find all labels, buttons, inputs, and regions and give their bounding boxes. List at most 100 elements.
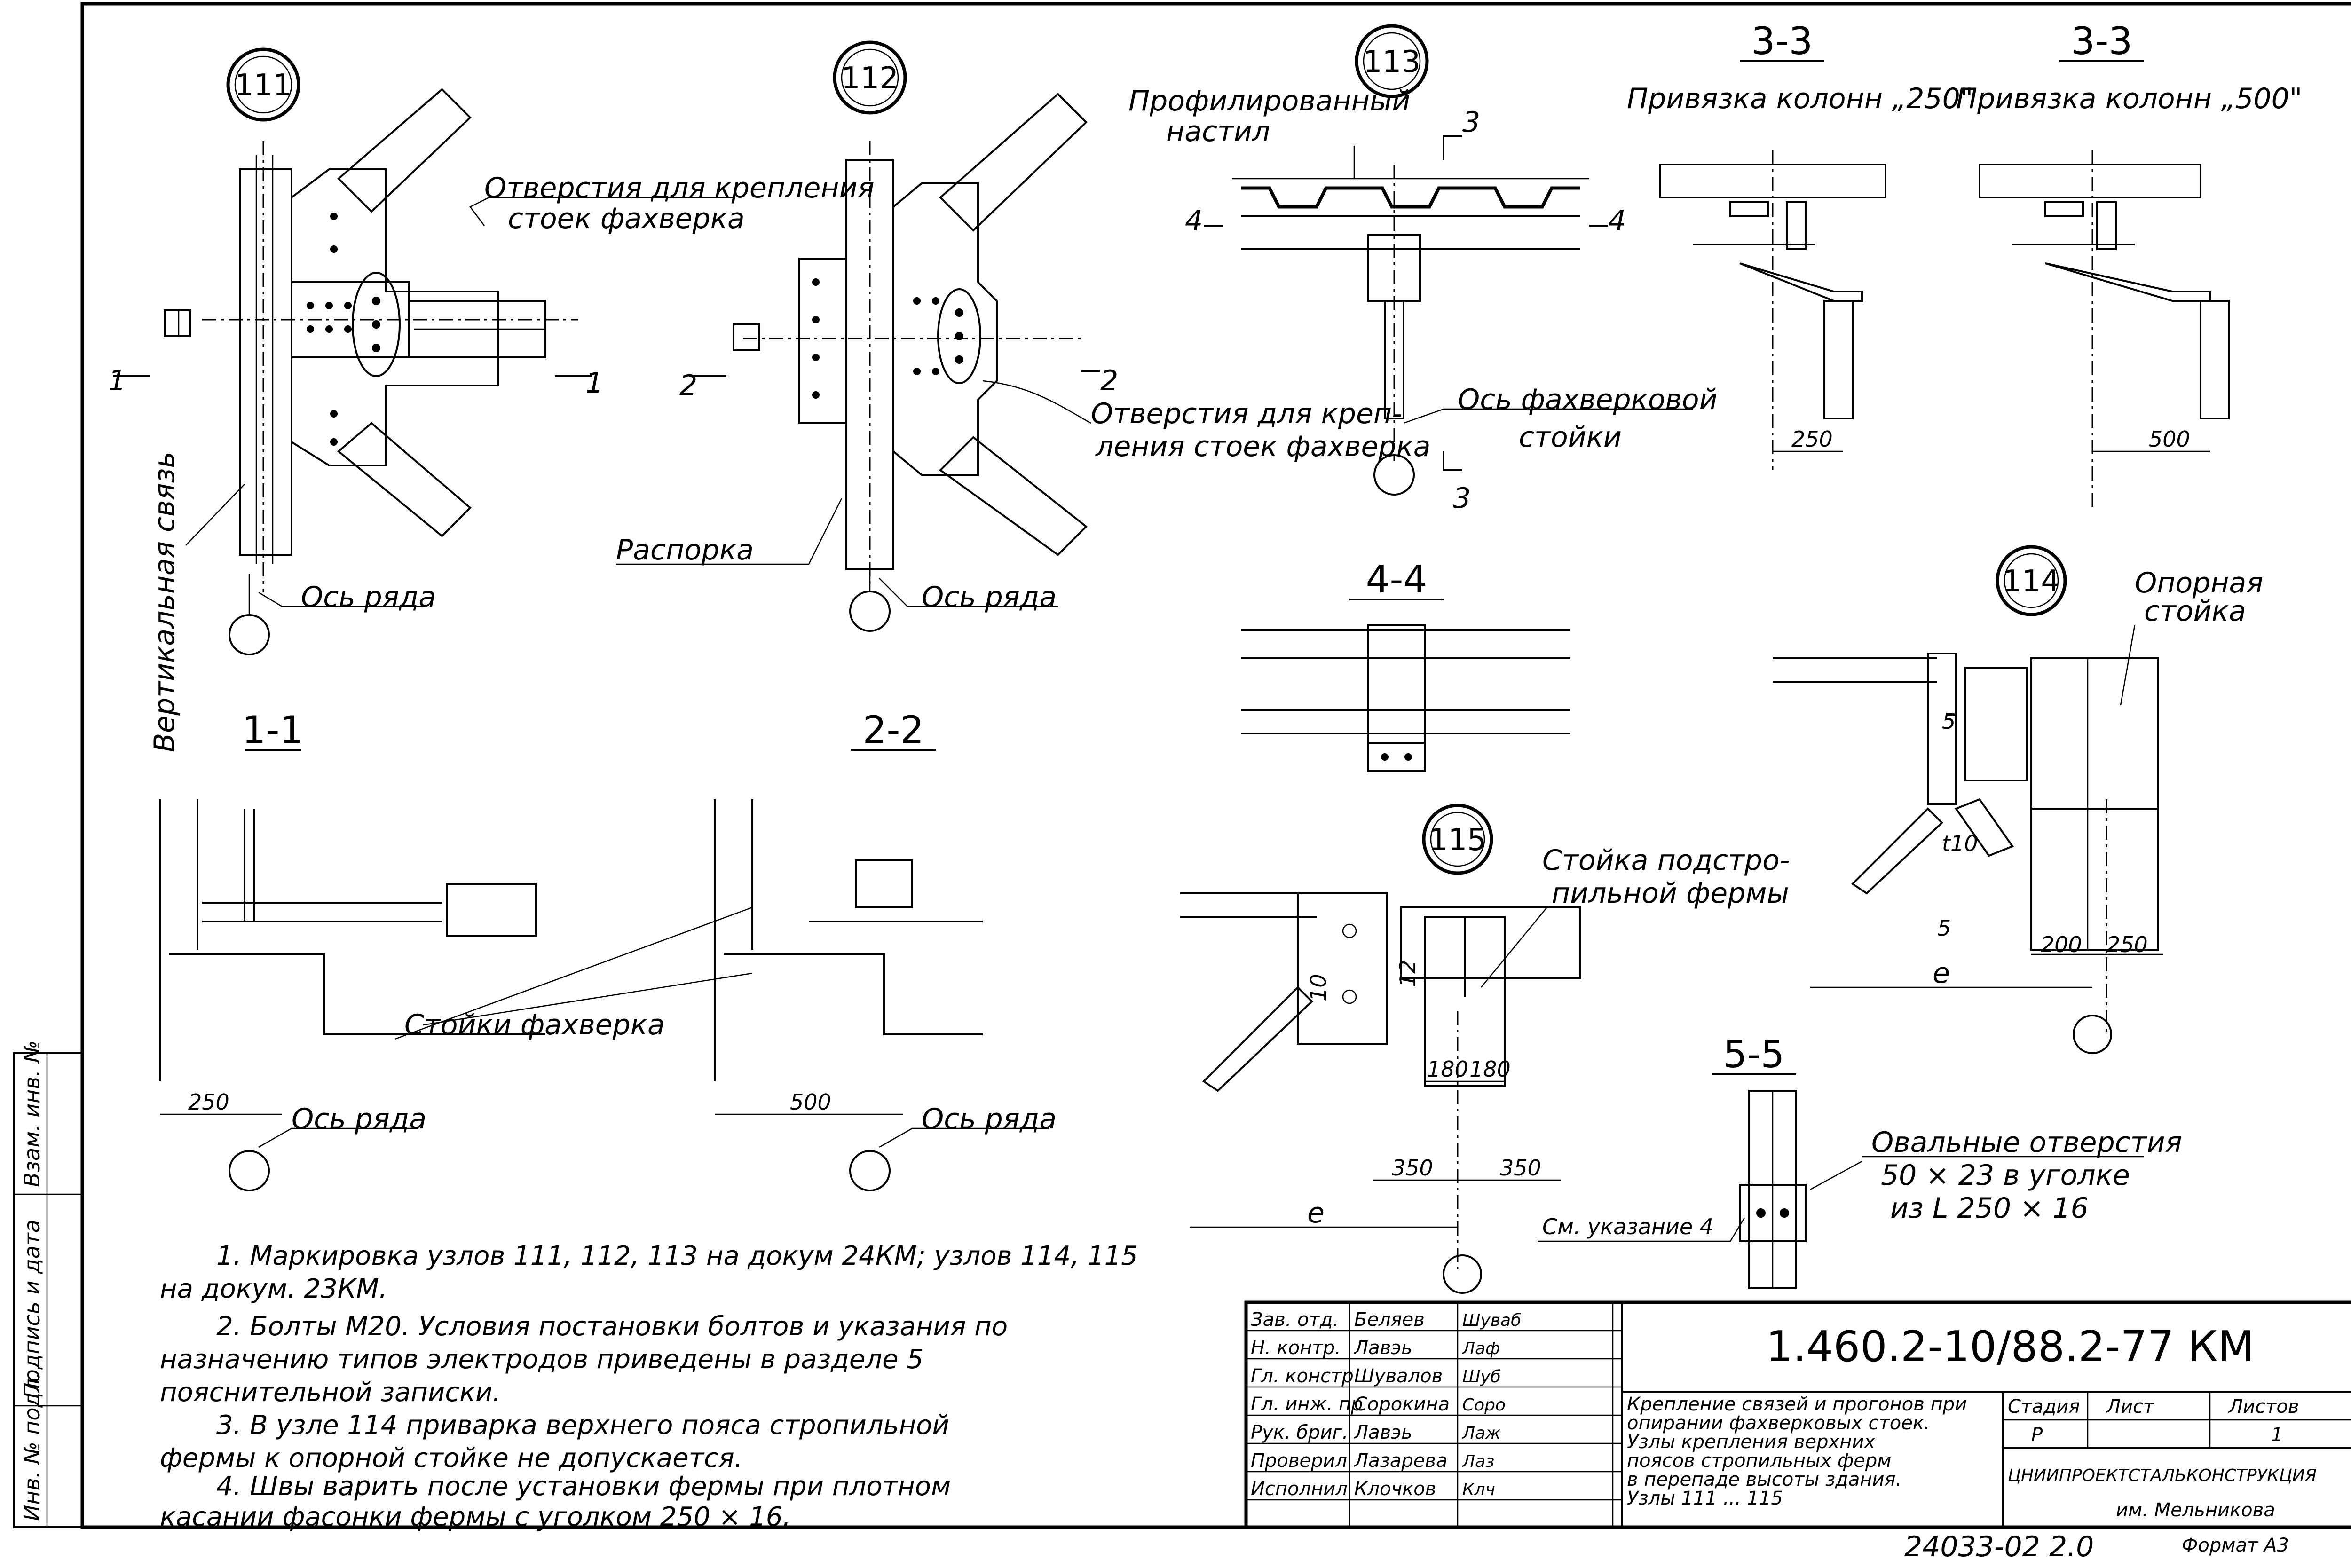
dim-350a: 350 <box>1392 1155 1433 1181</box>
stamp-inv-repl: Взам. инв. № <box>19 1040 45 1187</box>
dim-180a: 180 <box>1427 1056 1468 1082</box>
note-3-line-1: 3. В узле 114 приварка верхнего пояса ст… <box>216 1410 949 1441</box>
label-truss-post-l2: пильной фермы <box>1552 877 1789 910</box>
label-col-250: Привязка колонн „250" <box>1627 82 1973 115</box>
role-signature: Шуб <box>1462 1367 1501 1387</box>
header-sheet: Лист <box>2106 1396 2155 1418</box>
note-4-line-1: 4. Швы варить после установки фермы при … <box>216 1471 951 1502</box>
section-3-3b-title: 3-3 <box>2071 19 2133 63</box>
label-support-l2: стойка <box>2144 595 2246 628</box>
sheet-frame <box>80 2 2351 1529</box>
node-112-label: 112 <box>841 61 899 96</box>
role-name: Лазарева <box>1353 1450 1447 1472</box>
description-line-5: в перепаде высоты здания. <box>1627 1469 1901 1490</box>
label-frame-posts: Стойки фахверка <box>404 1009 665 1041</box>
label-support-l1: Опорная <box>2135 567 2263 599</box>
description-line-1: Крепление связей и прогонов при <box>1627 1394 1967 1415</box>
section-1-1: 1-1 250 Ось ряда <box>159 708 545 1191</box>
role-name: Шувалов <box>1354 1365 1443 1387</box>
role-title: Гл. инж. пр <box>1251 1394 1363 1415</box>
dim-250-11: 250 <box>188 1089 229 1115</box>
role-row-1: Зав. отд. Беляев Шуваб <box>1251 1309 1521 1331</box>
dim-250-114: 250 <box>2106 932 2148 957</box>
node-112-marker <box>833 40 907 115</box>
dim-250-33: 250 <box>1791 426 1833 452</box>
section-3-3a-title: 3-3 <box>1751 19 1813 63</box>
stage-sheet-table: Стадия Лист Листов Р 1 ЦНИИПРОЕКТСТАЛЬКО… <box>2003 1392 2351 1521</box>
label-holes-112-l1: Отверстия для креп- <box>1091 397 1402 430</box>
role-row-6: Проверил Лазарева Лаз <box>1251 1450 1494 1472</box>
role-row-3: Гл. констр. Шувалов Шуб <box>1251 1365 1501 1387</box>
role-name: Беляев <box>1354 1309 1425 1331</box>
role-row-7: Исполнил Клочков Клч <box>1251 1478 1495 1500</box>
note-2-line-2: назначению типов электродов приведены в … <box>160 1344 923 1375</box>
description-line-4: поясов стропильных ферм <box>1627 1450 1891 1472</box>
role-row-2: Н. контр. Лавэь Лаф <box>1251 1337 1500 1359</box>
label-truss-post-l1: Стойка подстро- <box>1542 844 1790 877</box>
description-line-6: Узлы 111 ... 115 <box>1627 1488 1783 1509</box>
stamp-sign-date: Подпись и дата <box>19 1220 45 1399</box>
title-block-role-grid <box>1246 1330 1622 1501</box>
note-2-line-1: 2. Болты М20. Условия постановки болтов … <box>216 1311 1008 1342</box>
label-deck-l1: Профилированный <box>1128 85 1410 118</box>
dim-500-22: 500 <box>790 1089 831 1115</box>
cut-mark-3b: 3 <box>1453 482 1471 515</box>
label-axis-row-112: Ось ряда <box>922 581 1057 614</box>
node-112-drawing: 112 2 2 Ось ряда Распорка Отверстия для … <box>616 40 1430 632</box>
label-axis-frame-l2: стойки <box>1519 421 1622 454</box>
label-col-500: Привязка колонн „500" <box>1956 82 2302 115</box>
role-title: Зав. отд. <box>1251 1309 1339 1331</box>
role-signature: Лаж <box>1461 1424 1501 1443</box>
description-line-3: Узлы крепления верхних <box>1627 1431 1875 1453</box>
role-signature: Шуваб <box>1462 1311 1521 1330</box>
role-name: Лавэь <box>1353 1422 1412 1443</box>
note-1-line-2: на докум. 23КМ. <box>160 1274 387 1304</box>
label-holes-111-l2: стоек фахверка <box>508 202 745 235</box>
dim-200: 200 <box>2041 932 2082 957</box>
node-115-label: 115 <box>1429 823 1486 858</box>
value-sheets: 1 <box>2271 1424 2283 1446</box>
cut-mark-2b: 2 <box>1100 364 1118 397</box>
section-3-3-col500: 3-3 Привязка колонн „500" 500 <box>1956 19 2302 508</box>
side-stamp: Инв. № подл. Подпись и дата Взам. инв. № <box>13 1040 83 1528</box>
node-111-marker <box>226 47 300 122</box>
node-115-drawing: 115 Стойка подстро- пильной фермы 10 12 … <box>1180 804 1790 1294</box>
value-stage: Р <box>2031 1424 2043 1446</box>
title-block: Зав. отд. Беляев Шуваб Н. контр. Лавэь Л… <box>1244 1300 2351 1529</box>
dim-10: 10 <box>1306 974 1331 1001</box>
note-1-line-1: 1. Маркировка узлов 111, 112, 113 на док… <box>216 1241 1138 1271</box>
section-4-4-title: 4-4 <box>1366 558 1428 601</box>
label-axis-row-111: Ось ряда <box>301 581 436 614</box>
role-title: Исполнил <box>1251 1478 1348 1500</box>
note-4-line-2: касании фасонки фермы с уголком 250 × 16… <box>160 1502 791 1532</box>
header-stage: Стадия <box>2008 1396 2080 1418</box>
label-t10: t10 <box>1942 831 1978 856</box>
role-title: Проверил <box>1251 1450 1347 1472</box>
role-title: Н. контр. <box>1251 1337 1341 1359</box>
section-5-5: 5-5 Овальные отверстия 50 × 23 в уголке … <box>1538 1032 2182 1289</box>
dim-180b: 180 <box>1469 1056 1511 1082</box>
stamp-inv-orig: Инв. № подл. <box>19 1372 45 1521</box>
cut-mark-4b: 4 <box>1608 205 1626 237</box>
label-holes-111-l1: Отверстия для крепления <box>484 172 875 205</box>
node-113-marker <box>1355 24 1429 98</box>
organization-name: ЦНИИПРОЕКТСТАЛЬКОНСТРУКЦИЯ <box>2008 1466 2317 1485</box>
label-oval-l3: из L 250 × 16 <box>1890 1192 2089 1225</box>
dim-350b: 350 <box>1500 1155 1541 1181</box>
role-signature: Лаз <box>1461 1452 1494 1471</box>
label-axis-row-22: Ось ряда <box>922 1103 1057 1135</box>
dim-e-115: е <box>1307 1197 1325 1229</box>
label-see-note: См. указание 4 <box>1542 1214 1713 1239</box>
role-signature: Соро <box>1462 1395 1506 1415</box>
role-title: Рук. бриг. <box>1251 1422 1348 1443</box>
section-5-5-title: 5-5 <box>1723 1032 1785 1076</box>
role-row-5: Рук. бриг. Лавэь Лаж <box>1251 1422 1501 1443</box>
document-code: 1.460.2-10/88.2-77 КМ <box>1766 1322 2254 1371</box>
label-axis-row-11: Ось ряда <box>292 1103 426 1135</box>
label-holes-112-l2: ления стоек фахверка <box>1095 430 1430 463</box>
label-deck-l2: настил <box>1166 115 1270 148</box>
node-111-label: 111 <box>235 68 292 103</box>
sheet-format: Формат А3 <box>2182 1535 2289 1556</box>
